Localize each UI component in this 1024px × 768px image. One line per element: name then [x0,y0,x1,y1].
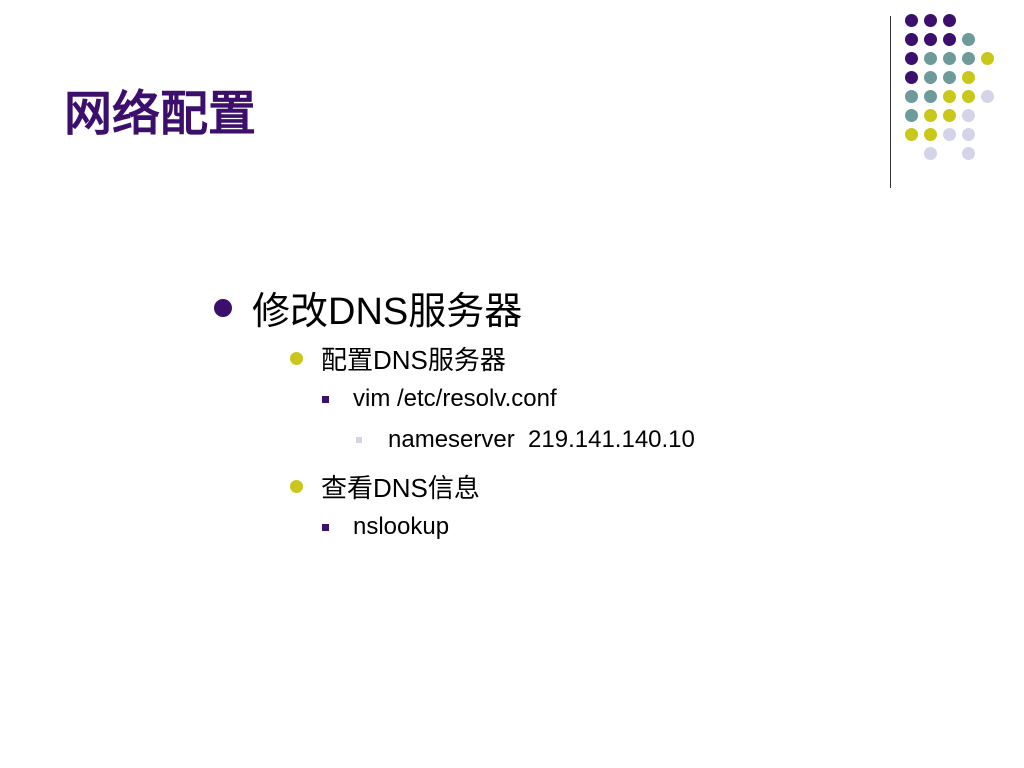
bullet-level2-view-dns: 查看DNS信息 [290,468,480,505]
vertical-divider [890,16,891,188]
bullet-text: vim /etc/resolv.conf [353,385,557,412]
decorative-dot [943,128,956,141]
decorative-dot [924,90,937,103]
decorative-dot [943,52,956,65]
decorative-dot [924,14,937,27]
decorative-dot [924,33,937,46]
decorative-dot [962,71,975,84]
decorative-dot [924,147,937,160]
bullet-text: 查看DNS信息 [321,473,480,503]
decorative-dot [981,90,994,103]
decorative-dot [924,52,937,65]
bullet-text: nslookup [353,513,450,540]
decorative-dot [981,52,994,65]
decorative-dot [943,71,956,84]
bullet-marker-purple-square [322,395,329,403]
decorative-dot [905,109,918,122]
bullet-marker-lavender-square [356,437,362,443]
decorative-dot [943,33,956,46]
bullet-marker-olive-circle [290,480,303,493]
decorative-dot [924,71,937,84]
slide-title: 网络配置 [64,86,257,142]
decorative-dot [962,33,975,46]
bullet-marker-olive-circle [290,352,303,365]
decorative-dot [962,147,975,160]
decorative-dot [905,90,918,103]
decorative-dot [924,128,937,141]
decorative-dot [905,33,918,46]
decorative-dot [962,109,975,122]
decorative-dot [943,109,956,122]
bullet-marker-purple-square [322,523,329,531]
bullet-level2-configure-dns: 配置DNS服务器 [290,340,506,377]
decorative-dot [943,14,956,27]
bullet-level4-nameserver: nameserver 219.141.140.10 [356,426,695,454]
bullet-text: nameserver 219.141.140.10 [388,426,695,453]
decorative-dot [905,71,918,84]
bullet-text: 修改DNS服务器 [252,291,523,333]
decorative-dot [943,90,956,103]
decorative-dot [905,128,918,141]
bullet-level3-nslookup: nslookup [322,513,449,541]
decorative-dot [905,52,918,65]
decorative-dot [905,14,918,27]
decorative-dot [962,90,975,103]
bullet-level1-modify-dns: 修改DNS服务器 [214,280,522,335]
bullet-level3-vim-command: vim /etc/resolv.conf [322,385,557,413]
bullet-marker-purple-circle [214,298,232,317]
decorative-dot [962,52,975,65]
decorative-dot [924,109,937,122]
decorative-dot-grid [905,14,1015,164]
bullet-text: 配置DNS服务器 [321,345,506,375]
decorative-dot [962,128,975,141]
